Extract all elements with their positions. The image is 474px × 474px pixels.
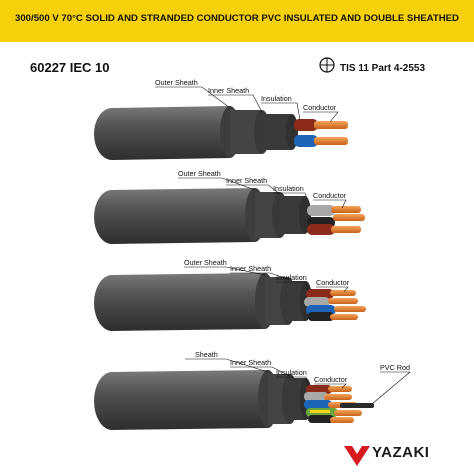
insulation-label-3: Insulation [276,273,307,282]
pvc-rod [340,403,374,408]
tis-standard-label: TIS 11 Part 4-2553 [340,63,426,74]
cable-4-five-core [94,370,374,430]
inner-sheath-label-1: Inner Sheath [208,86,249,95]
cable-4-leaders: Sheath Inner Sheath Insulation Conductor… [185,350,411,405]
outer-sheath-label-2: Outer Sheath [178,169,221,178]
page-title: 300/500 V 70°C SOLID AND STRANDED CONDUC… [15,13,459,24]
standard-label: 60227 IEC 10 [30,60,110,75]
insulation-label-1: Insulation [261,94,292,103]
conductor-label-3: Conductor [316,278,350,287]
title-banner: 300/500 V 70°C SOLID AND STRANDED CONDUC… [0,0,474,42]
cable-1-two-core [94,106,348,160]
insulation-label-2: Insulation [273,184,304,193]
tis-certification-mark-icon [319,57,335,73]
insulation-label-4: Insulation [276,368,307,377]
cable-3-leaders: Outer Sheath Inner Sheath Insulation Con… [184,258,350,293]
conductor-label-2: Conductor [313,191,347,200]
cable-3-four-core [94,273,366,331]
conductor-label-1: Conductor [303,103,337,112]
cable-2-three-core [94,188,365,244]
inner-sheath-label-4: Inner Sheath [230,358,271,367]
cable-1-leaders: Outer Sheath Inner Sheath Insulation Con… [155,78,339,123]
cable-2-leaders: Outer Sheath Inner Sheath Insulation Con… [178,169,347,209]
sheath-label-4: Sheath [195,350,218,359]
outer-sheath-label-1: Outer Sheath [155,78,198,87]
outer-sheath-label-3: Outer Sheath [184,258,227,267]
yazaki-logo-icon [344,446,370,466]
brand-name: YAZAKI [372,444,430,461]
inner-sheath-label-2: Inner Sheath [226,176,267,185]
pvc-rod-label: PVC Rod [380,363,410,372]
inner-sheath-label-3: Inner Sheath [230,264,271,273]
conductor-label-4: Conductor [314,375,348,384]
